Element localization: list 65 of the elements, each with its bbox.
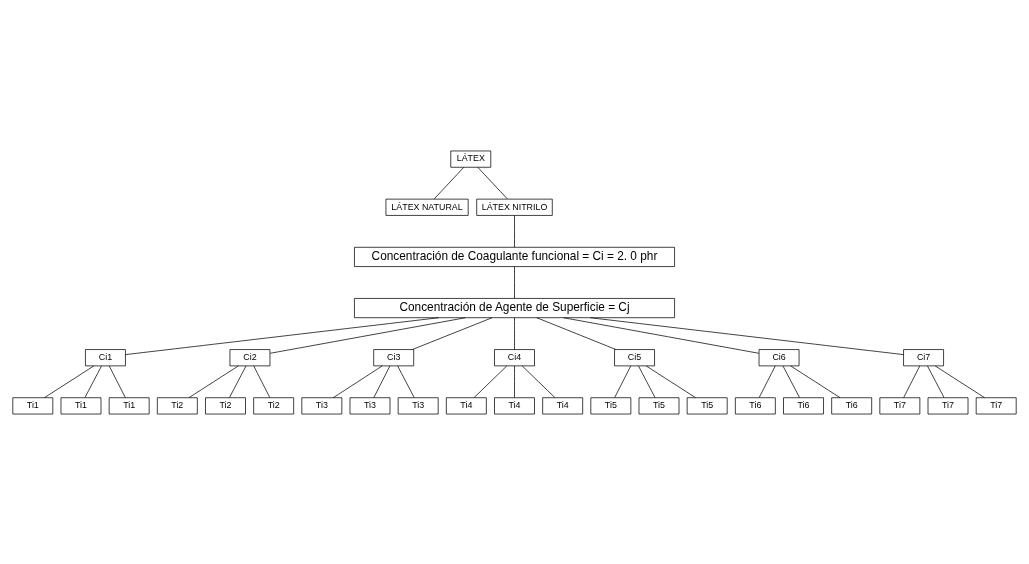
connector [903, 365, 921, 398]
node-box: Ti2 [156, 396, 198, 414]
node-box: Ti7 [879, 396, 921, 414]
node-box: Ti2 [253, 396, 295, 414]
node-box: Ti4 [542, 396, 584, 414]
node-box: Ti2 [205, 396, 246, 414]
connector [758, 365, 776, 398]
connector [44, 365, 95, 398]
connector [514, 317, 515, 350]
connector [373, 365, 391, 398]
connector [433, 166, 465, 199]
connector [333, 365, 383, 398]
node-box: Ci2 [229, 348, 271, 366]
node-box: Ti5 [686, 396, 728, 414]
connector [412, 316, 493, 350]
node-box: Ti1 [108, 396, 150, 414]
connector [638, 365, 656, 398]
node-box: Ci1 [85, 348, 126, 366]
node-box: Ti3 [301, 396, 343, 414]
connector [782, 365, 800, 398]
connector [927, 365, 945, 398]
node-box: Ti3 [397, 396, 439, 414]
node-box: Ti7 [975, 396, 1017, 414]
connector [125, 316, 440, 355]
connector [589, 316, 904, 355]
connector [269, 316, 466, 354]
connector [614, 365, 632, 398]
node-box: Ti1 [12, 396, 54, 414]
node-box: Concentración de Agente de Superficie = Cj [354, 297, 675, 318]
connector [188, 365, 239, 398]
connector [473, 365, 508, 398]
node-box: Ti6 [734, 396, 776, 414]
node-box: Ti6 [831, 396, 873, 414]
node-box: Ti4 [494, 396, 535, 414]
connector [477, 166, 508, 199]
node-box: LÁTEX [450, 150, 492, 168]
node-box: LÁTEX NATURAL [385, 198, 469, 216]
connector [514, 365, 515, 398]
node-box: Ci5 [614, 348, 655, 366]
connector [514, 265, 515, 299]
node-box: Ci6 [758, 348, 800, 366]
node-box: Ci7 [903, 348, 944, 366]
connector [563, 316, 760, 354]
node-box: Ti7 [927, 396, 969, 414]
connector [514, 214, 515, 248]
connector [536, 316, 617, 350]
node-box: Ti4 [445, 396, 487, 414]
node-box: Concentración de Coagulante funcional = Ci = 2. 0 phr [354, 246, 675, 267]
node-box: Ci3 [373, 348, 415, 366]
connector [645, 365, 696, 398]
connector [934, 365, 985, 398]
node-box: Ti6 [783, 396, 824, 414]
connector [253, 365, 271, 398]
connector [521, 365, 556, 398]
node-box: Ci4 [494, 348, 535, 366]
connector [790, 365, 841, 398]
connector [229, 365, 247, 398]
connector [108, 365, 126, 398]
node-box: Ti1 [60, 396, 102, 414]
node-box: Ti5 [638, 396, 680, 414]
node-box: Ti5 [590, 396, 632, 414]
node-box: LÁTEX NITRILO [476, 198, 553, 216]
node-box: Ti3 [349, 396, 391, 414]
connector [397, 365, 415, 398]
connector [84, 365, 102, 398]
